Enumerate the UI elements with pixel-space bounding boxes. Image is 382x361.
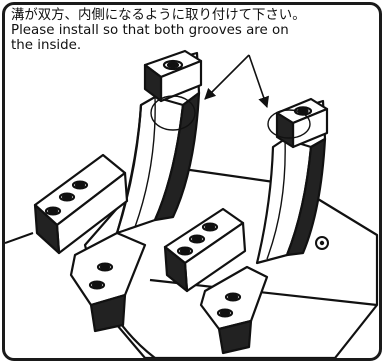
instruction-caption: 溝が双方、内側になるように取り付けて下さい。 Please install so… <box>11 8 373 53</box>
caption-japanese: 溝が双方、内側になるように取り付けて下さい。 <box>11 8 306 23</box>
right-mount <box>163 97 329 355</box>
left-groove-highlight <box>150 95 196 131</box>
caption-english-1: Please install so that both grooves are … <box>11 23 289 38</box>
assembly-illustration <box>5 49 379 358</box>
right-groove-highlight <box>267 109 311 139</box>
caption-english-2: the inside. <box>11 38 82 53</box>
pointer-arrows <box>204 54 269 109</box>
